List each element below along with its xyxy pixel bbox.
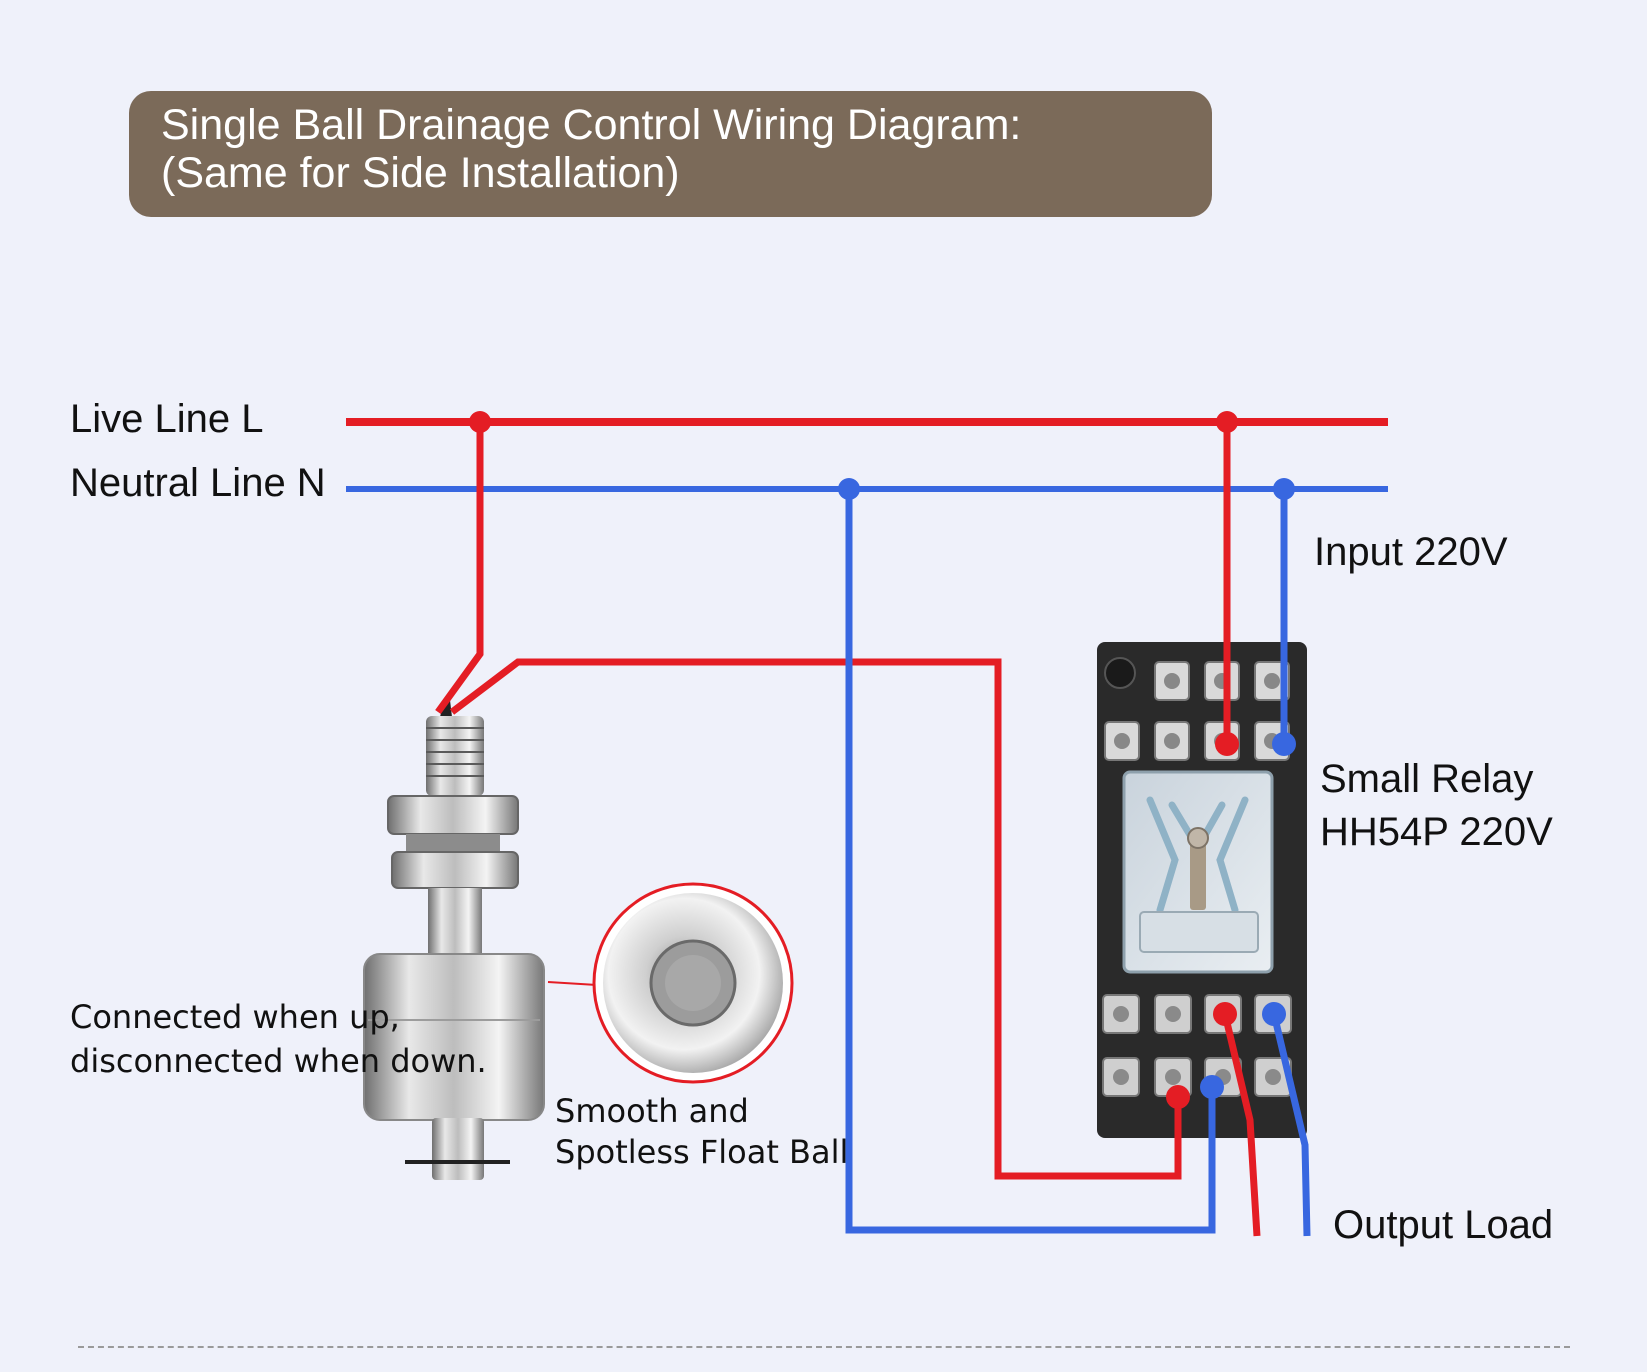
relay-bottom-screws [1113, 1006, 1281, 1085]
relay-coil [1146, 796, 1249, 914]
switch-note-line-2: disconnected when down. [70, 1042, 487, 1080]
output-neutral-wire [1270, 1013, 1311, 1237]
float-ball-label-line-1: Smooth and [555, 1092, 749, 1130]
terminal-dot [1272, 732, 1296, 756]
junction-dot [1216, 411, 1238, 433]
wires [346, 418, 1388, 1237]
switch-out-wire [449, 658, 1182, 1180]
junction-dot [469, 411, 491, 433]
title-line-2: (Same for Side Installation) [161, 149, 680, 197]
float-switch-icon [363, 700, 545, 1180]
terminal-dot [1166, 1085, 1190, 1109]
switch-note-line-1: Connected when up, [70, 998, 400, 1036]
relay-model-label: HH54P 220V [1320, 810, 1553, 854]
relay-icon [1097, 642, 1307, 1138]
float-ball-icon [547, 882, 794, 1084]
terminal-dot [1200, 1075, 1224, 1099]
input-voltage-label: Input 220V [1314, 530, 1508, 574]
title-banner: Single Ball Drainage Control Wiring Diag… [129, 91, 1212, 217]
output-load-label: Output Load [1333, 1203, 1554, 1247]
switch-bottom-stem [432, 1118, 484, 1180]
relay-name-label: Small Relay [1320, 757, 1534, 801]
output-live-wire [1221, 1013, 1261, 1237]
neutral-drop-wire [845, 489, 1216, 1234]
switch-nut-upper [387, 795, 519, 835]
switch-float-body [363, 953, 545, 1121]
neutral-line-label: Neutral Line N [70, 461, 326, 505]
bottom-divider [78, 1346, 1570, 1348]
terminal-dot [1215, 732, 1239, 756]
switch-nut-lower [391, 851, 519, 889]
relay-spring [1190, 840, 1206, 910]
title-line-1: Single Ball Drainage Control Wiring Diag… [161, 101, 1022, 149]
terminal-dot [1262, 1002, 1286, 1026]
junction-dot [1273, 478, 1295, 500]
switch-stem [428, 888, 482, 958]
relay-mount-hole [1104, 657, 1136, 689]
live-line-label: Live Line L [70, 397, 264, 441]
switch-feed-wire [435, 422, 484, 715]
junction-dot [838, 478, 860, 500]
float-ball-label-line-2: Spotless Float Ball [555, 1133, 849, 1171]
junctions [469, 411, 1296, 1109]
terminal-dot [1213, 1002, 1237, 1026]
